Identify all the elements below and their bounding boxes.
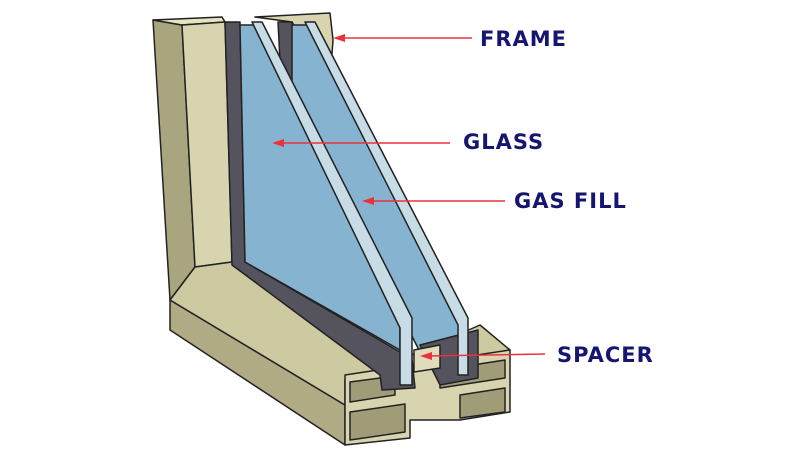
label-gas-fill: GAS FILL [514,189,627,213]
sill-hole-lower-right [459,387,506,419]
pointer-arrows [272,34,546,360]
glass-arrowhead [272,139,284,147]
gas-fill-arrowhead [362,197,374,205]
label-frame: FRAME [480,27,568,51]
label-spacer: SPACER [557,343,654,367]
sill-hole-lower-left [349,403,406,441]
inner-pane-edge [304,21,469,376]
label-glass: GLASS [463,130,545,154]
outer-pane-edge [251,21,413,386]
spacer-arrow-line [427,353,546,357]
spacer-strip [413,344,441,373]
outer-pane [224,21,441,391]
frame-arrowhead [333,34,345,42]
spacer-arrowhead [420,352,432,360]
